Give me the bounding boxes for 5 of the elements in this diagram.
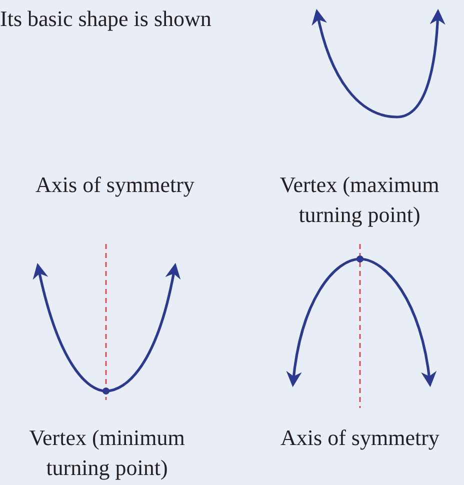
intro-text: Its basic shape is shown xyxy=(0,5,212,33)
annotation-text: Axis of symmetry xyxy=(34,171,196,199)
annotation-text: Axis of symmetry xyxy=(280,424,440,452)
annotation-text: Vertex (maximum turning point) xyxy=(278,171,440,229)
annotation-text: Vertex (minimum turning point) xyxy=(28,424,186,482)
